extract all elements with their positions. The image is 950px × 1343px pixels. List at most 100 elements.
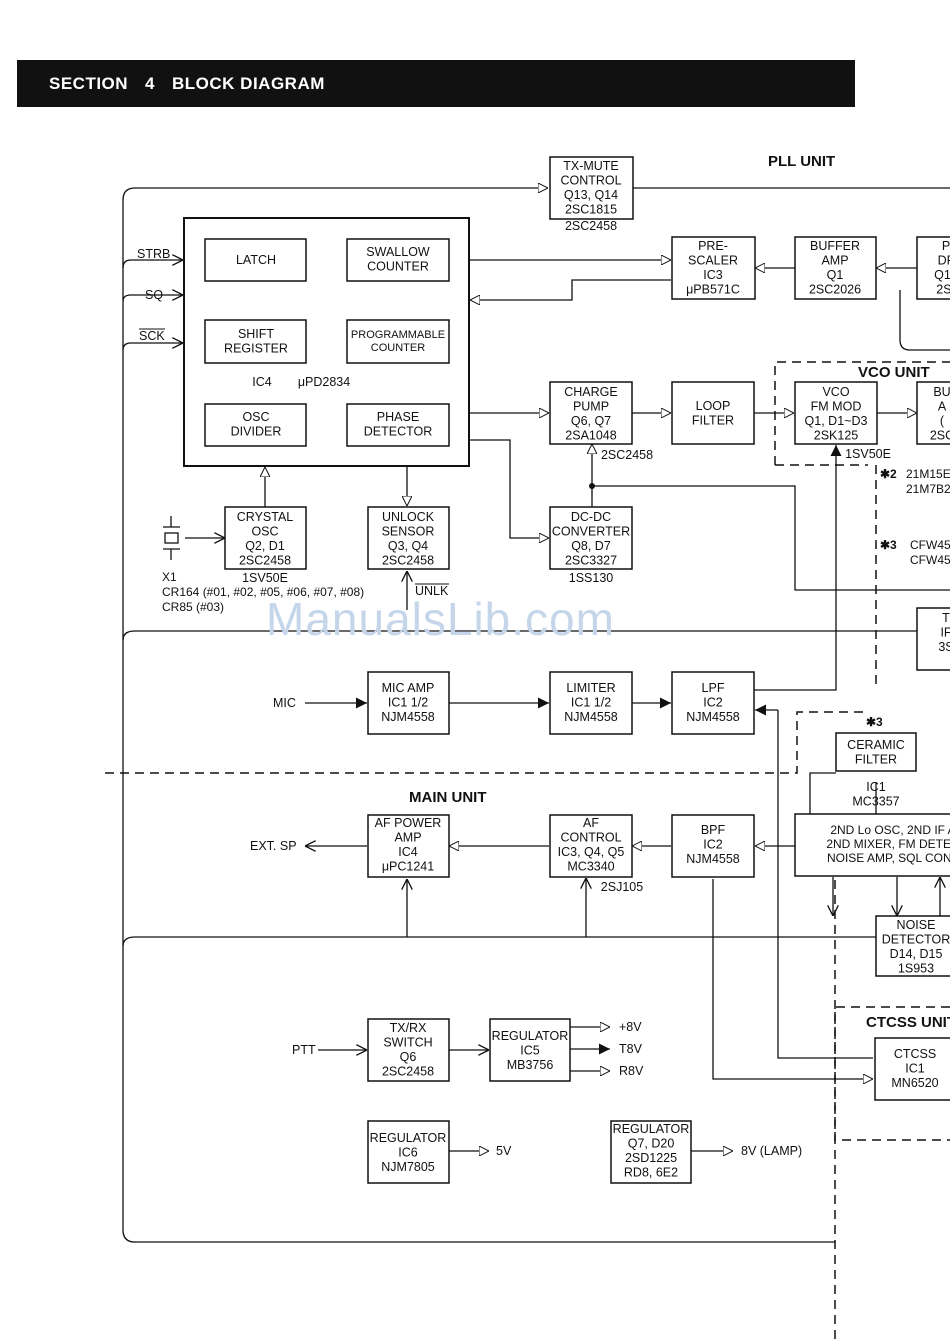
limiter-box <box>549 671 633 735</box>
mic-amp-label-line: IC1 1/2 <box>388 696 428 710</box>
txrx-switch-label-line: Q6 <box>400 1050 417 1064</box>
crystal-symbol <box>163 516 180 560</box>
charge-pump-label-line: Q6, Q7 <box>571 414 611 428</box>
dcdc-label-line: Q8, D7 <box>571 539 611 553</box>
buffer-amp-label-line: Q1 <box>827 268 844 282</box>
noise-detector-label-line: NOISE <box>897 918 936 932</box>
regulator-q7-label-line: RD8, 6E2 <box>624 1166 678 1180</box>
ic4-part: μPD2834 <box>298 375 350 389</box>
v8-lamp-label: 8V (LAMP) <box>741 1144 802 1158</box>
regulator-ic6-box <box>367 1120 450 1184</box>
drive-partial-label: PDFQ102S( <box>934 239 950 297</box>
bpf-label-line: NJM4558 <box>686 852 740 866</box>
regulator-ic6-label-line: REGULATOR <box>370 1131 447 1145</box>
if-partial-box <box>916 607 950 671</box>
af-power-label-line: μPC1241 <box>382 860 434 874</box>
star2-mark: ✱2 <box>880 467 897 481</box>
prescaler-label-line: μPB571C <box>686 283 740 297</box>
if-partial-label-line: IF <box>940 626 950 640</box>
ceramic-filter-box <box>835 732 917 772</box>
v8-plus-label: +8V <box>619 1020 642 1034</box>
ctcss-label-line: IC1 <box>905 1062 925 1076</box>
charge-pump-label-line: PUMP <box>573 400 609 414</box>
unit-boundaries <box>105 361 950 1343</box>
drive-partial-label-line: DF <box>938 254 950 268</box>
star3-part-a: CFW45 <box>910 538 950 552</box>
buffer-amp-box <box>794 236 877 300</box>
if-partial-label-line: 3S <box>938 640 950 654</box>
noise-detector-box <box>875 915 950 977</box>
dcdc-sub: 1SS130 <box>569 571 614 585</box>
noise-detector-label-line: DETECTOR <box>882 933 950 947</box>
star3-mark: ✱3 <box>880 538 897 552</box>
phase-detector-label-line: DETECTOR <box>364 425 433 439</box>
vco-box <box>794 381 878 445</box>
af-power-label-line: AF POWER <box>375 816 442 830</box>
prescaler-box <box>671 236 756 300</box>
unlock-sensor-label-line: Q3, Q4 <box>388 539 428 553</box>
section-title: BLOCK DIAGRAM <box>172 74 325 93</box>
shift-label-line: REGISTER <box>224 342 288 356</box>
tx-mute-label-line: Q13, Q14 <box>564 188 618 202</box>
if-ic-box <box>794 813 950 877</box>
vco-label-line: 2SK125 <box>814 429 859 443</box>
ic4-label: IC4 <box>252 375 272 389</box>
signal-labels: STRB SQ SCK UNLK MIC EXT. SP PTT +8V T8V… <box>137 247 802 1158</box>
if-ic-label-line: NOISE AMP, SQL CONT <box>827 851 950 865</box>
t8v-label: T8V <box>619 1042 643 1056</box>
section-number: 4 <box>145 74 155 93</box>
af-control-label-line: MC3340 <box>567 860 614 874</box>
buf-partial-label-line: BU <box>933 385 950 399</box>
txrx-switch-label-line: SWITCH <box>383 1036 432 1050</box>
if-ic-label-line: 2ND MIXER, FM DETEC <box>826 837 950 851</box>
phase-detector-box <box>346 403 450 447</box>
buf-partial-label-line: A <box>938 400 947 414</box>
lpf-label-line: IC2 <box>703 696 723 710</box>
vco-unit-title: VCO UNIT <box>858 364 930 381</box>
af-power-label-line: AMP <box>394 831 421 845</box>
pll-unit-title: PLL UNIT <box>768 153 835 170</box>
loop-filter-label-line: LOOP <box>696 399 731 413</box>
charge-pump-box <box>549 381 633 445</box>
lpf-box <box>671 671 755 735</box>
ctcss-unit-title: CTCSS UNIT <box>866 1014 950 1031</box>
section-header-bar: SECTION 4 BLOCK DIAGRAM <box>17 60 855 107</box>
tx-mute-sub: 2SC2458 <box>565 219 617 233</box>
ext-sp-label: EXT. SP <box>250 839 297 853</box>
dcdc-label-line: DC-DC <box>571 510 611 524</box>
txrx-switch-box <box>367 1018 450 1082</box>
buf-partial-label-line: 2SC <box>930 429 950 443</box>
af-control-box <box>549 814 633 878</box>
vco-sub: 1SV50E <box>845 447 891 461</box>
ptt-label: PTT <box>292 1043 316 1057</box>
txrx-switch-label-line: 2SC2458 <box>382 1065 434 1079</box>
noise-detector-label-line: 1S953 <box>898 962 934 976</box>
cr164-label: CR164 (#01, #02, #05, #06, #07, #08) <box>162 585 364 599</box>
mic-amp-label-line: NJM4558 <box>381 710 435 724</box>
if-partial-label-line: T <box>942 611 950 625</box>
programmable-counter-box <box>346 319 450 364</box>
drive-partial-label-line: P <box>942 239 950 253</box>
af-control-label-line: CONTROL <box>560 831 621 845</box>
buffer-amp-label-line: 2SC2026 <box>809 283 861 297</box>
ctcss-unit-boundary <box>834 1006 950 1141</box>
loop-filter-box <box>671 381 755 445</box>
